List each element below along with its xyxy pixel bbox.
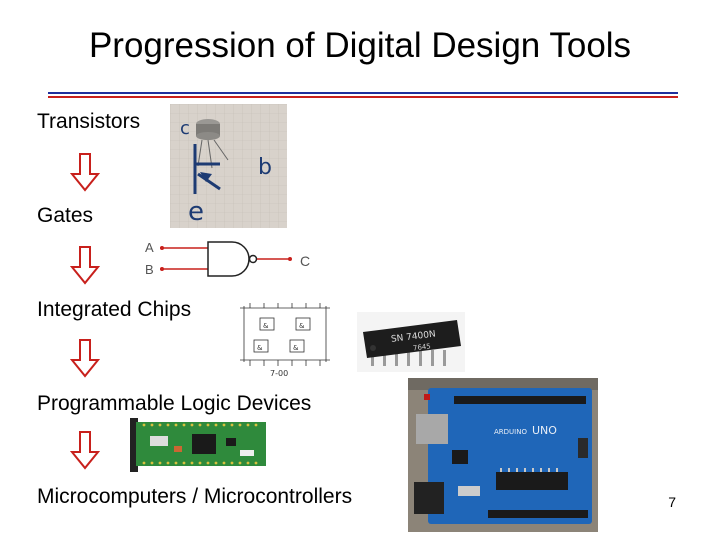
step-label-programmable-logic: Programmable Logic Devices [37, 392, 312, 415]
dip-chip-photo: SN 7400N 7645 [357, 312, 465, 372]
chip-marking-2: 7645 [413, 342, 432, 352]
gate-input-b: B [145, 262, 154, 277]
arduino-model-text: UNO [532, 424, 557, 437]
gate-input-a: A [145, 240, 154, 255]
sketch-c-label: c [180, 118, 190, 139]
chip-gate-label: & [293, 344, 299, 352]
transistor-sketch-image: c b e [170, 104, 287, 228]
down-arrow-icon [70, 246, 100, 285]
title-rule-red [48, 96, 678, 98]
down-arrow-icon [70, 431, 100, 470]
slide-title: Progression of Digital Design Tools [88, 26, 632, 65]
chip-diagram-label: 7-00 [270, 369, 288, 378]
step-label-transistors: Transistors [37, 110, 141, 133]
chip-gate-label: & [299, 322, 305, 330]
nand-gate-diagram: A B C [145, 240, 310, 277]
page-number: 7 [668, 494, 676, 510]
step-label-integrated-chips: Integrated Chips [37, 298, 192, 321]
chip-pinout-diagram: & & & & 7-00 [240, 303, 330, 378]
gate-output-c: C [300, 253, 310, 269]
title-rule-blue [48, 92, 678, 94]
chip-gate-label: & [263, 322, 269, 330]
down-arrow-icon [70, 153, 100, 192]
sketch-b-label: b [258, 155, 272, 180]
down-arrow-icon [70, 339, 100, 378]
step-label-microcomputers: Microcomputers / Microcontrollers [37, 485, 353, 508]
chip-gate-label: & [257, 344, 263, 352]
arduino-board-photo: ARDUINO UNO [408, 378, 598, 532]
step-label-gates: Gates [37, 204, 94, 227]
pld-board-photo [122, 416, 270, 474]
sketch-e-label: e [188, 197, 204, 227]
arduino-logo-text: ARDUINO [494, 428, 527, 436]
